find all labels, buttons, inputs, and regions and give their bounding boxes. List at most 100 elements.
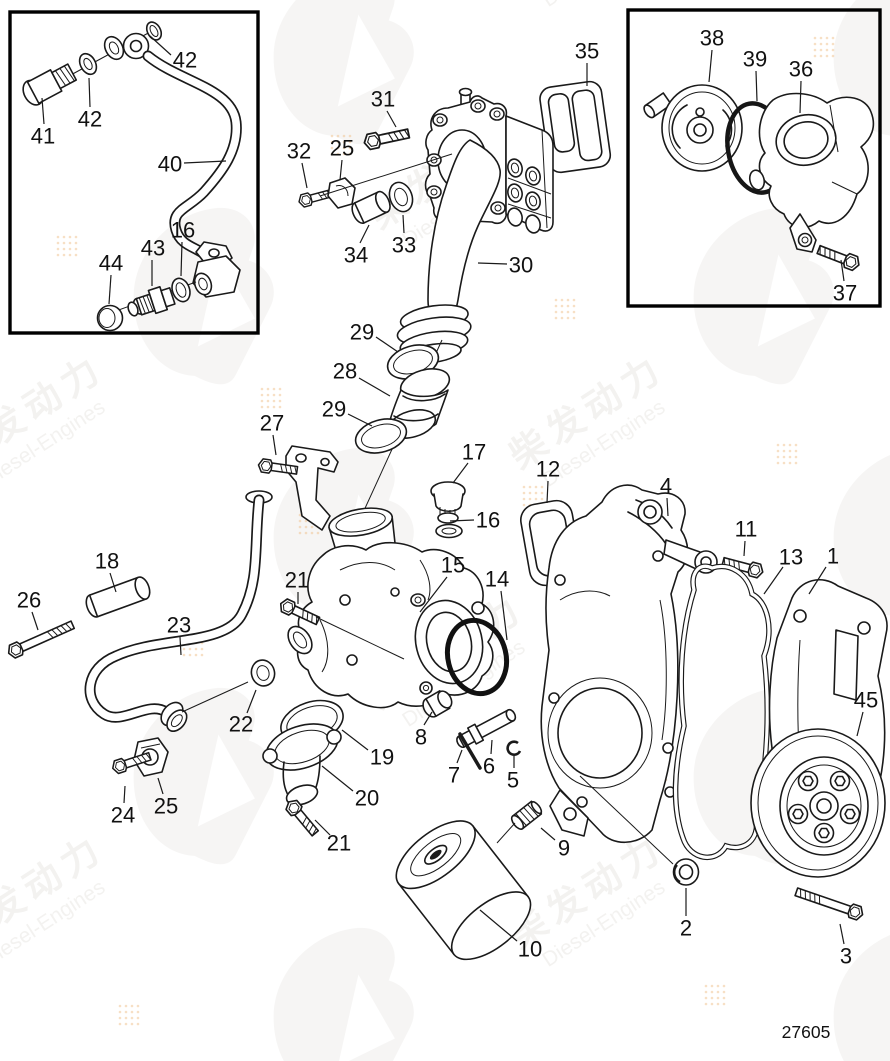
housing-ports	[507, 158, 541, 234]
dot-cluster	[260, 387, 282, 409]
callout-29: 29	[322, 397, 346, 422]
sealing-ring-42-top	[145, 21, 163, 41]
callout-16: 16	[171, 218, 195, 243]
callout-25: 25	[154, 794, 178, 819]
callout-37: 37	[833, 281, 857, 306]
leader-line-33	[402, 214, 405, 234]
callout-19: 19	[370, 745, 394, 770]
washer-16-inset	[171, 277, 191, 303]
bolt-3	[793, 884, 866, 923]
washer-16-main	[435, 523, 463, 539]
bolt-37	[815, 241, 863, 273]
dot-cluster	[704, 984, 726, 1006]
leader-line-28	[358, 377, 391, 397]
leader-line-37	[840, 259, 845, 282]
leader-line-34	[359, 224, 370, 244]
callout-3: 3	[840, 944, 852, 969]
callout-5: 5	[507, 768, 519, 793]
callout-31: 31	[371, 87, 395, 112]
callout-17: 17	[462, 440, 486, 465]
callout-21: 21	[327, 831, 351, 856]
leader-line-4	[666, 497, 669, 517]
callout-12: 12	[536, 457, 560, 482]
callout-42: 42	[173, 48, 197, 73]
callout-10: 10	[518, 937, 542, 962]
callout-34: 34	[344, 243, 368, 268]
timing-cover-4	[540, 484, 718, 843]
callout-25: 25	[330, 136, 354, 161]
clip-5	[506, 740, 522, 756]
callout-2: 2	[680, 916, 692, 941]
callout-35: 35	[575, 39, 599, 64]
callout-42: 42	[78, 107, 102, 132]
dot-cluster	[776, 443, 798, 465]
leader-line-14	[500, 590, 508, 641]
plug-44	[96, 301, 139, 332]
dot-cluster	[118, 1004, 140, 1026]
callout-29: 29	[350, 320, 374, 345]
leader-line-36	[799, 80, 802, 114]
callout-15: 15	[441, 553, 465, 578]
callout-44: 44	[99, 251, 123, 276]
callout-18: 18	[95, 549, 119, 574]
plug-17	[430, 481, 466, 524]
leader-line-42	[88, 77, 91, 108]
fitting-43	[132, 286, 176, 316]
oil-pipe-40	[142, 50, 242, 263]
callout-9: 9	[558, 836, 570, 861]
callout-6: 6	[483, 754, 495, 779]
coolant-pipe-23	[84, 490, 273, 733]
callout-27: 27	[260, 411, 284, 436]
callout-4: 4	[660, 474, 672, 499]
leader-line-30	[477, 262, 508, 265]
callout-26: 26	[17, 588, 41, 613]
inset-box-thermostat	[626, 8, 882, 308]
banjo-bolt-41	[22, 63, 78, 106]
watermark-logo-icon	[249, 916, 438, 1061]
leader-line-25	[157, 777, 164, 795]
leader-line-3	[839, 923, 845, 945]
callout-20: 20	[355, 786, 379, 811]
callout-33: 33	[392, 233, 416, 258]
leader-line-45	[856, 711, 864, 737]
callout-36: 36	[789, 57, 813, 82]
callout-30: 30	[509, 253, 533, 278]
fitting-9	[510, 800, 543, 830]
leader-line-22	[246, 689, 257, 714]
seal-2	[672, 858, 700, 886]
leader-line-16	[449, 519, 475, 522]
leader-line-25	[339, 159, 343, 181]
watermark-logo-icon	[669, 196, 858, 405]
filler-tube-30	[396, 139, 501, 364]
callout-32: 32	[287, 139, 311, 164]
leader-line-21	[314, 819, 331, 836]
leader-line-16	[180, 241, 183, 277]
leader-line-15	[419, 576, 448, 613]
callout-8: 8	[415, 725, 427, 750]
callout-11: 11	[735, 517, 758, 542]
callout-7: 7	[448, 763, 460, 788]
inset-box-pipe-assembly	[8, 10, 260, 335]
callout-23: 23	[167, 613, 191, 638]
callout-21: 21	[285, 568, 309, 593]
callout-24: 24	[111, 803, 135, 828]
banjo-fitting	[122, 32, 150, 60]
callout-40: 40	[158, 152, 182, 177]
oil-filter-10	[395, 820, 532, 961]
dot-cluster	[56, 235, 78, 257]
gasket-35	[539, 80, 612, 174]
bolt-26	[5, 617, 77, 661]
dot-cluster	[813, 36, 835, 58]
leader-line-24	[123, 785, 126, 804]
callout-38: 38	[700, 26, 724, 51]
leader-line-44	[108, 274, 112, 305]
inset-frame	[626, 8, 882, 308]
thermostat-cover-20	[262, 723, 342, 806]
leader-line-32	[301, 162, 308, 189]
seal-ring-29-lower	[354, 418, 408, 454]
ring-33	[388, 181, 414, 213]
gasket-13	[672, 563, 772, 861]
pin-7	[458, 732, 482, 770]
callout-43: 43	[141, 236, 165, 261]
seal-22	[250, 659, 276, 687]
